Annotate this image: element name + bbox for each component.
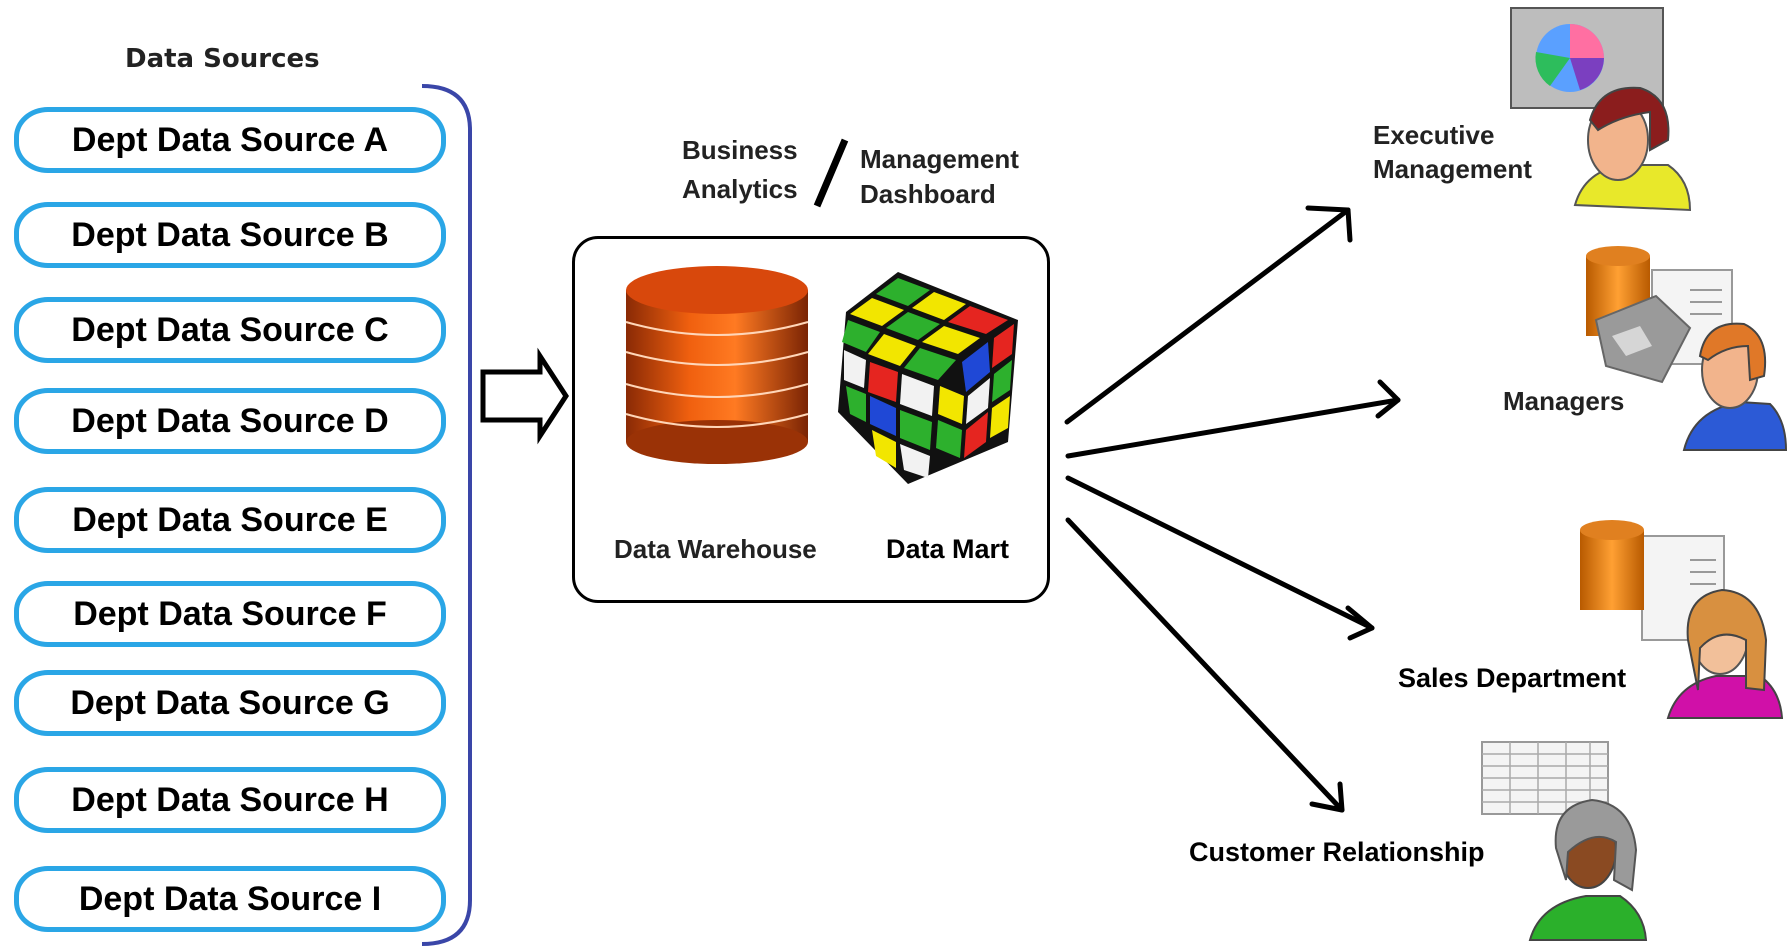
source-box-e[interactable]: Dept Data Source E <box>14 487 446 553</box>
source-box-g[interactable]: Dept Data Source G <box>14 670 446 736</box>
data-warehouse-icon <box>625 266 809 464</box>
source-box-f[interactable]: Dept Data Source F <box>14 581 446 647</box>
data-sources-title: Data Sources <box>125 44 320 74</box>
arrow-to-managers <box>1065 397 1401 459</box>
source-label-h: Dept Data Source H <box>71 780 389 819</box>
source-label-c: Dept Data Source C <box>71 310 389 349</box>
sales-label: Sales Department <box>1398 663 1627 693</box>
source-label-d: Dept Data Source D <box>71 401 389 440</box>
source-box-a[interactable]: Dept Data Source A <box>14 107 446 173</box>
sales-icon <box>1580 520 1784 719</box>
arrow-to-customer <box>1065 517 1345 813</box>
managers-label: Managers <box>1503 386 1625 416</box>
arrow-to-executive <box>1064 207 1351 425</box>
customer-icon <box>1481 741 1648 941</box>
source-box-b[interactable]: Dept Data Source B <box>14 202 446 268</box>
source-label-b: Dept Data Source B <box>71 215 389 254</box>
sources-bracket <box>421 84 472 946</box>
output-arrows <box>1064 205 1401 813</box>
data-storage-box <box>572 236 1050 603</box>
source-label-i: Dept Data Source I <box>78 879 382 918</box>
source-label-a: Dept Data Source A <box>71 120 389 159</box>
source-label-e: Dept Data Source E <box>72 500 388 539</box>
source-box-c[interactable]: Dept Data Source C <box>14 297 446 363</box>
header-dashboard: Dashboard <box>860 179 996 209</box>
managers-icon <box>1586 246 1788 451</box>
header-management: Management <box>860 144 1019 174</box>
header-business: Business <box>682 135 798 165</box>
data-mart-label: Data Mart <box>886 534 1010 564</box>
source-label-f: Dept Data Source F <box>73 594 387 633</box>
input-arrow-icon <box>480 347 569 445</box>
data-warehouse-label: Data Warehouse <box>614 534 817 564</box>
executive-label-line2: Management <box>1373 154 1532 184</box>
header-slash <box>813 138 849 208</box>
customer-label: Customer Relationship <box>1189 837 1485 867</box>
arrow-to-sales <box>1065 475 1375 631</box>
source-box-h[interactable]: Dept Data Source H <box>14 767 446 833</box>
executive-icon <box>1510 7 1692 212</box>
data-mart-cube-icon <box>838 272 1018 484</box>
source-box-d[interactable]: Dept Data Source D <box>14 388 446 454</box>
executive-label-line1: Executive <box>1373 120 1495 150</box>
source-label-g: Dept Data Source G <box>70 683 390 722</box>
header-analytics: Analytics <box>682 174 798 204</box>
source-box-i[interactable]: Dept Data Source I <box>14 866 446 932</box>
